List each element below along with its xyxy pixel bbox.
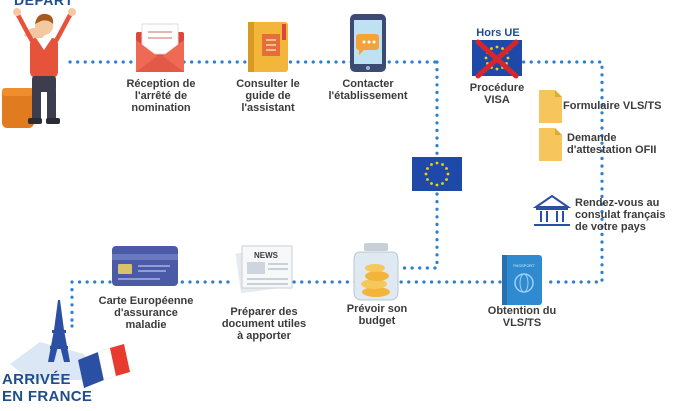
traveler-on-suitcase-icon: [2, 8, 76, 128]
coin-jar-icon: [353, 243, 399, 301]
eu-star: [506, 56, 510, 60]
step-contact-label: Contacter l'établissement: [328, 78, 408, 102]
eu-star: [441, 163, 444, 166]
step-budget-label: Prévoir son budget: [346, 303, 408, 327]
passport-icon: PASSPORT: [502, 255, 542, 305]
smartphone-chat-icon: [350, 14, 386, 72]
path-dot: [70, 324, 74, 328]
eu-star: [430, 182, 433, 185]
health-insurance-card-icon: [112, 246, 178, 286]
news-headline-text: NEWS: [254, 251, 279, 260]
envelope-letter-icon: [136, 23, 184, 72]
eiffel-tower-french-flag-icon: [10, 300, 130, 388]
hors-ue-label: Hors UE: [476, 27, 520, 39]
consulate-building-icon: [532, 194, 572, 226]
step-carte-label: Carte Européenne d'assurance maladie: [98, 295, 194, 331]
eu-star: [484, 56, 488, 60]
eu-flag-icon: [412, 157, 462, 191]
document-icon: [539, 128, 562, 161]
step-guide-label: Consulter le guide de l'assistant: [236, 78, 300, 114]
step-visa-label: Procédure VISA: [469, 82, 525, 106]
eu-star: [495, 67, 499, 71]
end-label: ARRIVÉE EN FRANCE: [2, 371, 93, 405]
guide-notebook-icon: [248, 22, 288, 72]
eu-star: [501, 47, 504, 50]
step-obtention-label: Obtention du VLS/TS: [487, 305, 557, 329]
eu-star: [490, 47, 493, 50]
eu-star: [424, 172, 428, 176]
eu-star: [435, 183, 439, 187]
step-documents-label: Préparer des document utiles à apporter: [221, 306, 307, 342]
step-reception-label: Réception de l'arrêté de nomination: [126, 78, 196, 114]
eu-star: [430, 163, 433, 166]
step-formulaire-label: Formulaire VLS/TS: [563, 100, 662, 112]
start-label: DÉPART: [14, 0, 74, 8]
eu-star: [426, 178, 429, 181]
eu-star: [435, 161, 439, 165]
step-ofii-label: Demande d'attestation OFII: [567, 132, 657, 156]
eu-star: [446, 172, 450, 176]
eu-star: [495, 45, 499, 49]
newspaper-icon: NEWS: [235, 245, 293, 294]
eu-star: [445, 178, 448, 181]
step-consulat-label: Rendez-vous au consulat français de votr…: [575, 197, 666, 233]
eu-flag-crossed-icon: [472, 39, 522, 79]
document-icon: [539, 90, 562, 123]
passport-text: PASSPORT: [513, 263, 535, 268]
eu-star: [426, 167, 429, 170]
eu-star: [441, 182, 444, 185]
eu-star: [445, 167, 448, 170]
